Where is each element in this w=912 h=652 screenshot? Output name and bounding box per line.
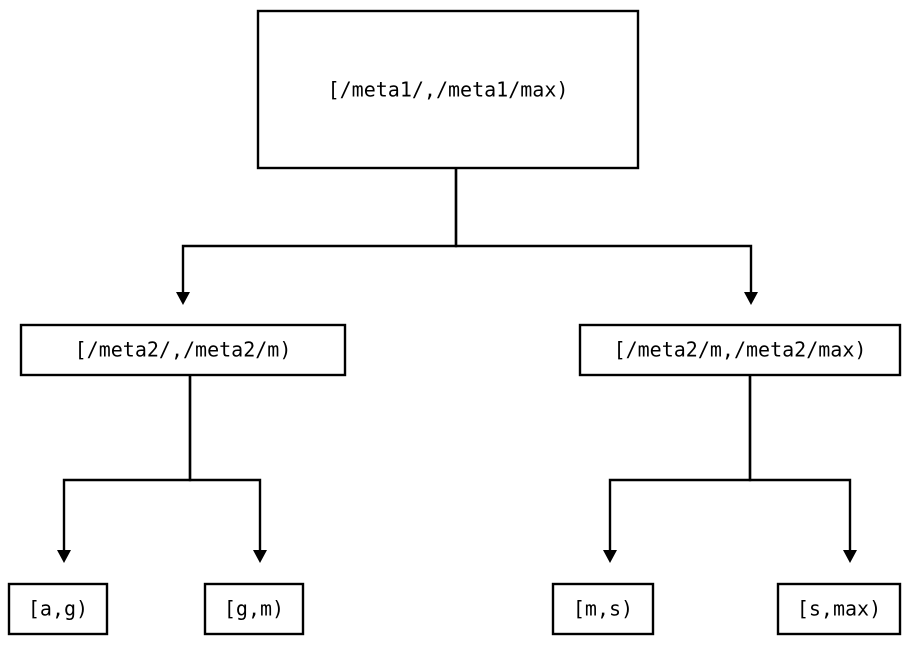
tree-edge bbox=[176, 168, 458, 305]
node-box[interactable] bbox=[551, 582, 655, 636]
node-label: [/meta2/,/meta2/m) bbox=[75, 338, 292, 362]
node-box[interactable] bbox=[7, 582, 109, 636]
node-box[interactable] bbox=[578, 323, 902, 377]
node-label: [a,g) bbox=[28, 597, 88, 621]
tree-node[interactable]: [s,max) bbox=[776, 582, 902, 636]
edge-connector-line bbox=[454, 168, 753, 292]
tree-edge bbox=[57, 375, 192, 563]
tree-node[interactable]: [g,m) bbox=[203, 582, 305, 636]
tree-node[interactable]: [a,g) bbox=[7, 582, 109, 636]
arrow-head-icon bbox=[57, 550, 71, 563]
node-label: [/meta2/m,/meta2/max) bbox=[614, 338, 867, 362]
arrow-head-icon bbox=[603, 550, 617, 563]
node-box[interactable] bbox=[203, 582, 305, 636]
edge-connector-line bbox=[188, 375, 262, 550]
edge-connector-line bbox=[748, 375, 852, 550]
node-label: [s,max) bbox=[797, 597, 881, 621]
node-label: [m,s) bbox=[573, 597, 633, 621]
tree-node[interactable]: [m,s) bbox=[551, 582, 655, 636]
node-box[interactable] bbox=[256, 9, 640, 170]
tree-node[interactable]: [/meta2/,/meta2/m) bbox=[19, 323, 347, 377]
node-label: [/meta1/,/meta1/max) bbox=[328, 78, 569, 102]
tree-node[interactable]: [/meta2/m,/meta2/max) bbox=[578, 323, 902, 377]
edge-connector-line bbox=[608, 375, 752, 550]
node-box[interactable] bbox=[776, 582, 902, 636]
tree-edge bbox=[454, 168, 758, 305]
tree-node[interactable]: [/meta1/,/meta1/max) bbox=[256, 9, 640, 170]
node-box[interactable] bbox=[19, 323, 347, 377]
arrow-head-icon bbox=[843, 550, 857, 563]
edge-connector-line bbox=[181, 168, 458, 292]
tree-edge bbox=[748, 375, 857, 563]
arrow-head-icon bbox=[253, 550, 267, 563]
tree-edge bbox=[603, 375, 752, 563]
edge-connector-line bbox=[62, 375, 192, 550]
node-label: [g,m) bbox=[224, 597, 284, 621]
arrow-head-icon bbox=[176, 292, 190, 305]
node-layer: [/meta1/,/meta1/max) [/meta2/,/meta2/m) [/… bbox=[7, 9, 902, 636]
arrow-head-icon bbox=[744, 292, 758, 305]
edge-layer bbox=[57, 168, 857, 563]
tree-edge bbox=[188, 375, 267, 563]
